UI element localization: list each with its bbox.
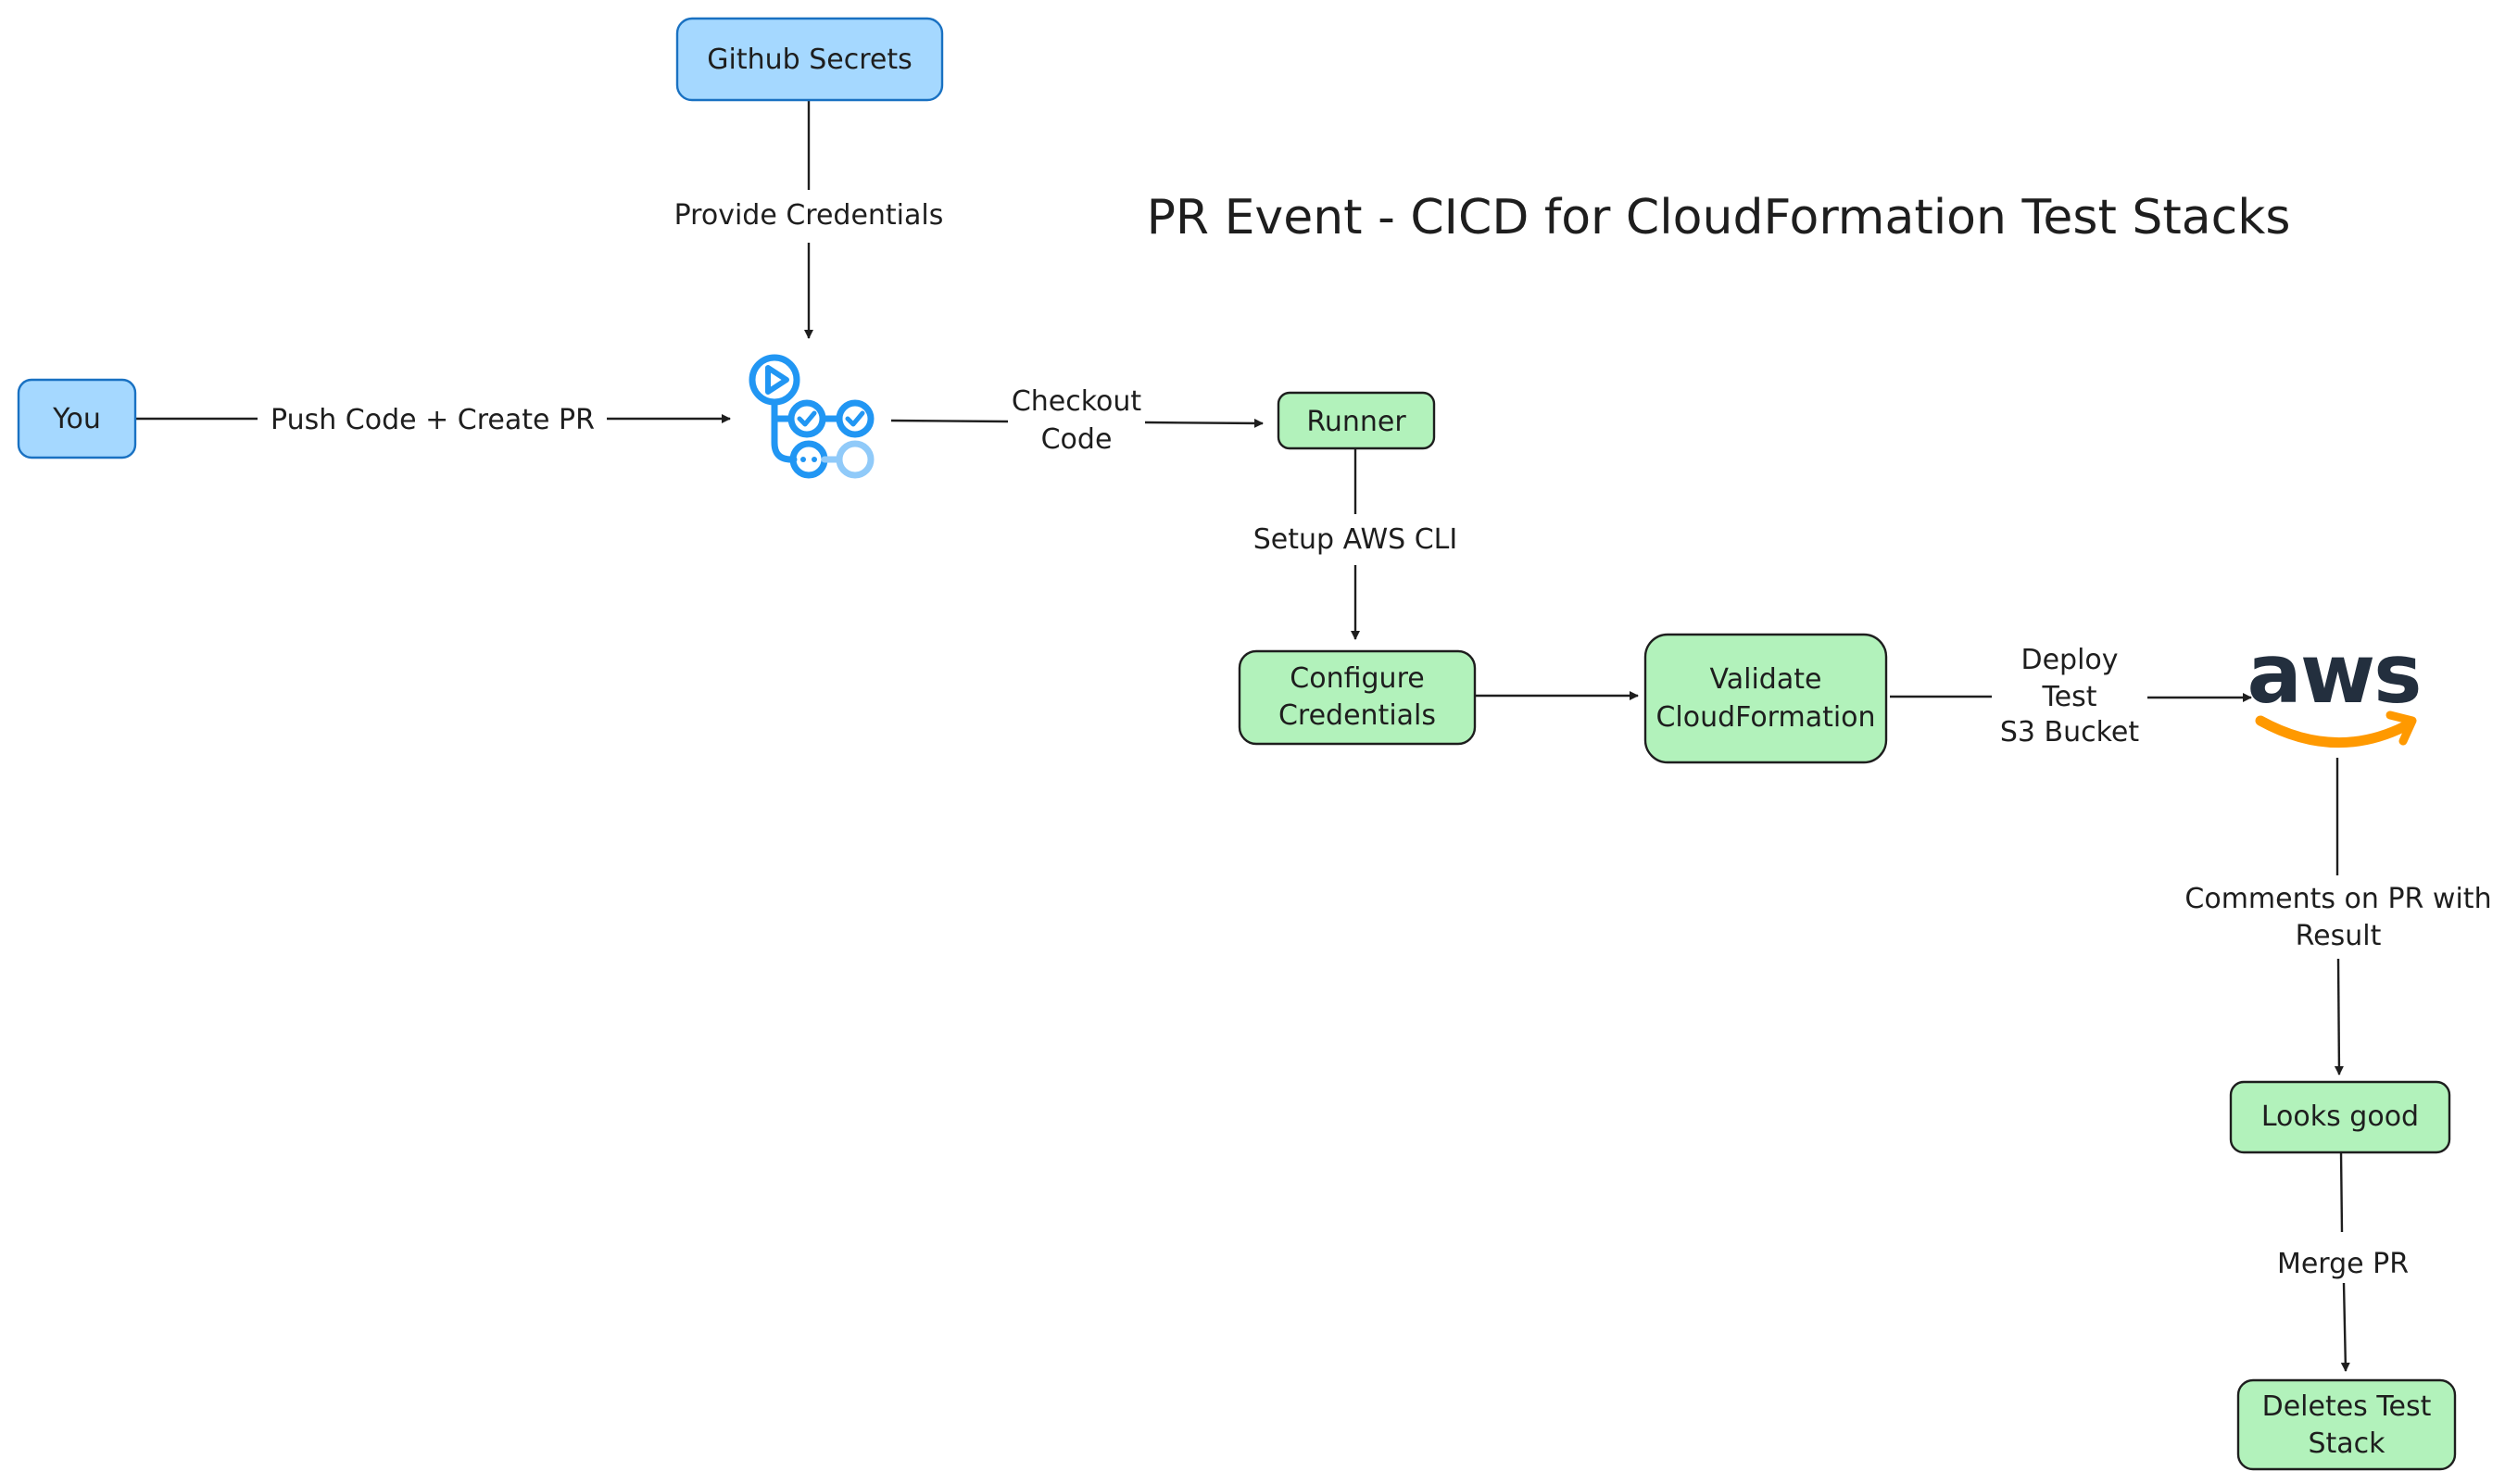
edge-deploy-test [1890, 693, 2252, 702]
node-looks-good[interactable]: Looks good [2229, 1080, 2451, 1154]
edge-label-checkout-line2: Code [1041, 423, 1113, 456]
edge-merge-pr [2339, 1151, 2350, 1372]
edge-comments-on-pr [2334, 758, 2344, 1075]
node-deletes-test-stack-line2: Stack [2308, 1427, 2385, 1460]
github-actions-icon[interactable] [749, 354, 875, 479]
node-looks-good-label: Looks good [2261, 1100, 2419, 1133]
edge-label-comments-line1: Comments on PR with [2184, 883, 2491, 915]
node-runner-label: Runner [1306, 406, 1406, 438]
node-configure-credentials[interactable]: Configure Credentials [1238, 649, 1477, 746]
node-deletes-test-stack-line1: Deletes Test [2262, 1390, 2432, 1423]
edge-label-deploy-line3: S3 Bucket [2000, 716, 2140, 748]
node-github-secrets-label: Github Secrets [707, 44, 912, 76]
aws-logo-text: aws [2247, 626, 2420, 722]
node-validate-cloudformation-line1: Validate [1710, 663, 1822, 696]
edge-label-push-code: Push Code + Create PR [271, 404, 595, 436]
node-you-label: You [52, 403, 101, 435]
node-configure-credentials-line2: Credentials [1278, 699, 1436, 732]
node-runner[interactable]: Runner [1277, 391, 1436, 450]
diagram-title: PR Event - CICD for CloudFormation Test … [1147, 190, 2291, 245]
edge-label-checkout-line1: Checkout [1012, 385, 1142, 418]
edge-label-deploy-line2: Test [2041, 681, 2096, 713]
node-validate-cloudformation[interactable]: Validate CloudFormation [1643, 633, 1888, 764]
edge-label-merge-pr: Merge PR [2277, 1248, 2409, 1280]
node-validate-cloudformation-line2: CloudFormation [1655, 701, 1875, 734]
node-deletes-test-stack[interactable]: Deletes Test Stack [2236, 1378, 2457, 1471]
edge-checkout-code [890, 418, 1264, 428]
edge-label-setup-aws-cli: Setup AWS CLI [1253, 523, 1458, 556]
edge-label-deploy-line1: Deploy [2020, 644, 2118, 676]
edge-label-comments-line2: Result [2296, 920, 2382, 952]
edge-label-provide-credentials: Provide Credentials [674, 199, 944, 232]
node-github-secrets[interactable]: Github Secrets [675, 17, 944, 102]
node-configure-credentials-line1: Configure [1290, 662, 1424, 695]
node-you[interactable]: You [17, 378, 137, 459]
aws-logo-icon[interactable]: aws [2247, 626, 2423, 748]
